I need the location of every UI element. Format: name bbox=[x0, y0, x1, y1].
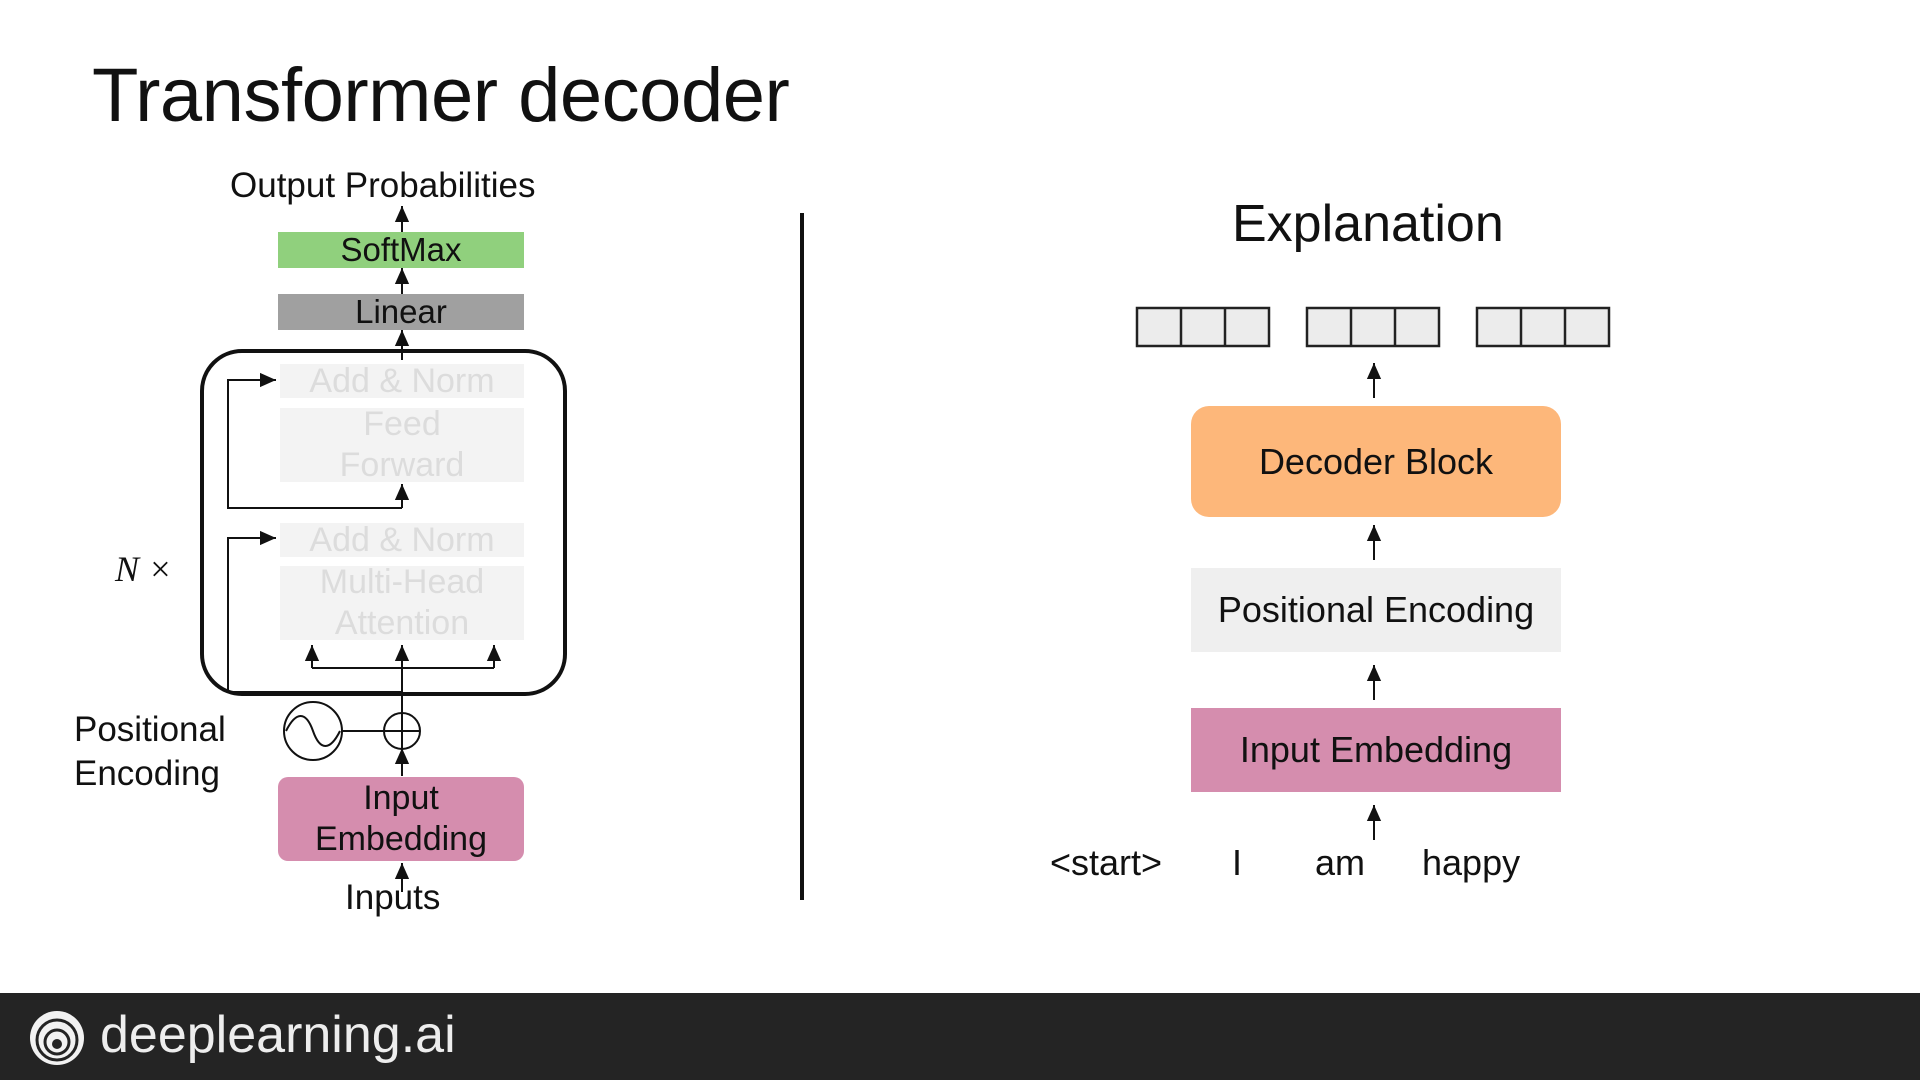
feed-forward-label-line2: Forward bbox=[339, 446, 465, 484]
repeat-count-label: N × bbox=[115, 549, 173, 589]
residual-top bbox=[227, 372, 402, 509]
multi-head-attention-block: Multi-Head Attention bbox=[280, 563, 524, 642]
output-vectors bbox=[1135, 306, 1611, 348]
attention-label-line1: Multi-Head bbox=[319, 563, 485, 602]
softmax-block: SoftMax bbox=[278, 231, 524, 269]
positional-encoding-block: Positional Encoding bbox=[1191, 568, 1561, 652]
input-embedding-block-left: Input Embedding bbox=[278, 777, 524, 861]
add-norm-top-label: Add & Norm bbox=[309, 361, 495, 400]
residual-bottom bbox=[227, 530, 402, 693]
decoder-block-label: Decoder Block bbox=[1258, 440, 1494, 482]
token-am: am bbox=[1315, 842, 1366, 883]
brand-name: deeplearning.ai bbox=[100, 1006, 456, 1064]
input-embedding-block-right: Input Embedding bbox=[1191, 708, 1561, 792]
token-i: I bbox=[1232, 842, 1243, 883]
decoder-layer-frame bbox=[200, 349, 567, 696]
input-embedding-label-right: Input Embedding bbox=[1239, 729, 1513, 771]
feed-forward-block: Feed Forward bbox=[280, 405, 524, 484]
feed-forward-label-line1: Feed bbox=[363, 405, 441, 444]
input-embedding-left-line1: Input bbox=[363, 779, 439, 818]
add-norm-bottom-block: Add & Norm bbox=[280, 521, 524, 559]
input-embedding-left-line2: Embedding bbox=[314, 820, 487, 858]
softmax-label: SoftMax bbox=[340, 231, 462, 269]
footer-bar: deeplearning.ai bbox=[0, 993, 1920, 1080]
attention-label-line2: Attention bbox=[334, 604, 470, 642]
explanation-heading: Explanation bbox=[1232, 195, 1504, 253]
add-norm-top-block: Add & Norm bbox=[280, 362, 524, 400]
slide-title: Transformer decoder bbox=[92, 53, 790, 138]
positional-encoding-label-right: Positional Encoding bbox=[1217, 589, 1535, 631]
output-probabilities-label: Output Probabilities bbox=[230, 166, 536, 205]
token-happy: happy bbox=[1422, 842, 1521, 883]
deeplearning-logo-icon bbox=[30, 1011, 84, 1065]
linear-label: Linear bbox=[355, 293, 447, 331]
linear-block: Linear bbox=[278, 293, 524, 331]
positional-encoding-label: Positional Encoding bbox=[74, 708, 226, 796]
decoder-block: Decoder Block bbox=[1191, 406, 1561, 517]
token-start: <start> bbox=[1050, 842, 1163, 883]
positional-label-line2: Encoding bbox=[74, 753, 220, 793]
add-norm-bottom-label: Add & Norm bbox=[309, 520, 495, 559]
positional-label-line1: Positional bbox=[74, 710, 226, 749]
inputs-label: Inputs bbox=[345, 878, 441, 917]
